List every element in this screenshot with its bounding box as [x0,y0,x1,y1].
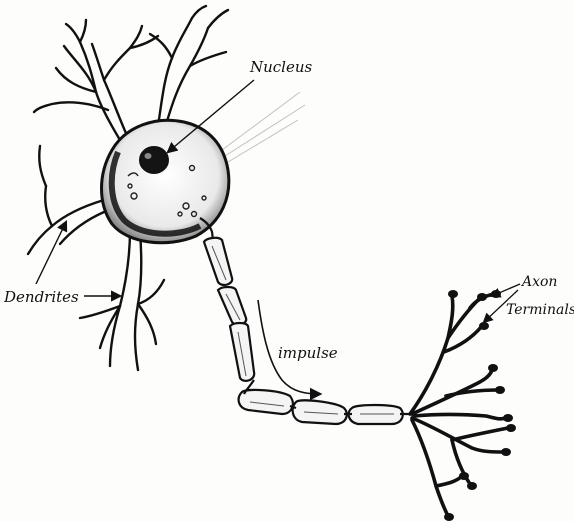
cell-body [102,120,229,242]
dendrites-pointer-upper [36,222,66,284]
label-impulse: impulse [278,344,338,362]
axon-terminals [410,294,508,516]
label-axon-terminals-line2: Terminals [506,302,574,318]
axon-terminals-pointer-upper [492,284,520,296]
label-dendrites: Dendrites [3,288,79,306]
myelin-sheath [204,238,403,424]
sketch-shading [222,92,305,162]
nucleus [140,147,168,173]
label-axon-terminals-line1: Axon [520,274,557,290]
label-nucleus: Nucleus [249,58,313,76]
synaptic-knobs [444,290,516,521]
